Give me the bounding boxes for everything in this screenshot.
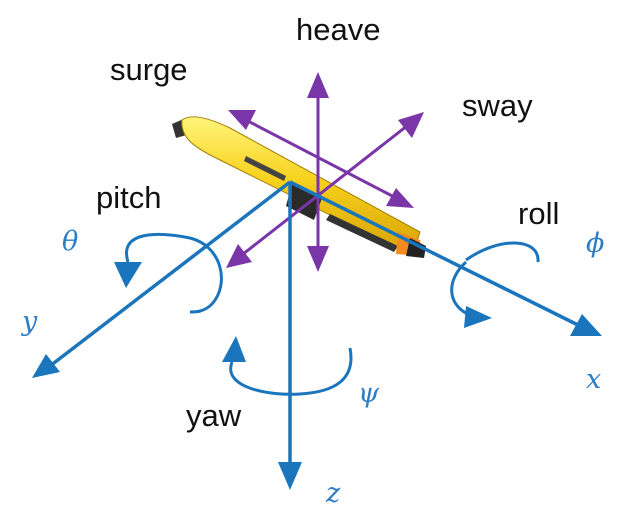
yaw-label: yaw — [186, 398, 242, 433]
pitch-arc — [125, 232, 223, 314]
pen-grip — [286, 184, 322, 220]
surge-arrow — [228, 110, 414, 208]
roll-rotation-arrow — [450, 241, 540, 328]
heave-head-up — [307, 72, 329, 98]
phi-symbol: ϕ — [586, 228, 604, 259]
x-axis-label: x — [586, 364, 601, 395]
surge-label: surge — [110, 52, 188, 87]
rotation-arrows — [114, 232, 540, 396]
roll-arc — [450, 241, 540, 318]
pen-stripe — [326, 214, 398, 252]
sway-head-up — [398, 112, 424, 138]
x-axis — [289, 180, 602, 336]
yaw-arc — [229, 347, 353, 396]
heave-head-down — [307, 246, 329, 272]
y-axis-line — [48, 180, 292, 368]
surge-head-down — [386, 188, 414, 208]
y-axis-arrowhead — [32, 354, 60, 378]
sway-arrow — [226, 112, 424, 268]
roll-arrowhead — [464, 306, 492, 328]
y-axis-label: y — [21, 306, 38, 337]
surge-shaft — [241, 116, 401, 202]
pen-clip — [244, 156, 286, 181]
coordinate-axes — [32, 180, 602, 490]
yaw-arrowhead — [222, 336, 246, 362]
theta-symbol: θ — [62, 226, 78, 257]
pitch-arrowhead — [114, 262, 142, 288]
y-axis — [32, 180, 292, 378]
pitch-label: pitch — [96, 180, 161, 215]
z-axis — [278, 182, 302, 490]
pitch-rotation-arrow — [114, 232, 223, 314]
z-axis-label: z — [325, 478, 341, 509]
heave-arrow — [307, 72, 329, 272]
heave-label: heave — [296, 12, 380, 47]
roll-label: roll — [518, 196, 559, 231]
yaw-rotation-arrow — [222, 336, 353, 396]
sway-label: sway — [462, 88, 533, 123]
translation-arrows — [226, 72, 424, 272]
labels: heave surge sway pitch roll yaw θ ϕ ψ x … — [21, 12, 604, 509]
surge-head-up — [228, 110, 256, 130]
x-axis-line — [289, 180, 581, 328]
z-axis-arrowhead — [278, 462, 302, 490]
psi-symbol: ψ — [358, 378, 380, 409]
sway-shaft — [237, 120, 413, 260]
sway-head-down — [226, 244, 252, 268]
x-axis-arrowhead — [570, 314, 602, 336]
